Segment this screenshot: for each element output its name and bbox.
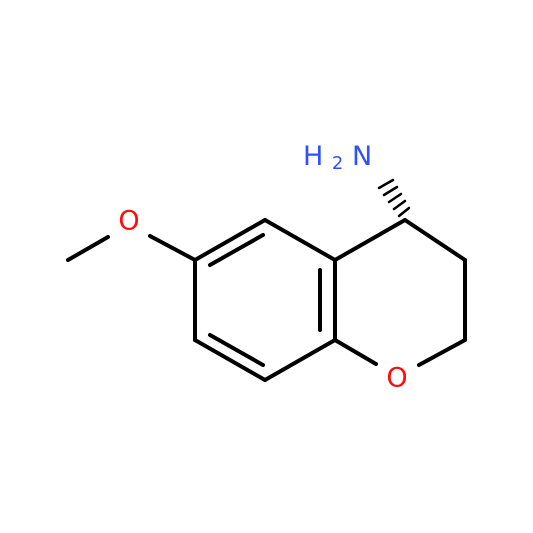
hashed-wedge-bond	[377, 178, 411, 218]
bond-c8a-o	[333, 338, 378, 366]
amine-subscript-label: 2	[332, 153, 343, 174]
bond-c7-c8	[193, 338, 267, 382]
bond-o-c2	[417, 338, 467, 367]
bond-c4-c4a	[333, 218, 407, 262]
bond-c6-c5	[193, 218, 267, 262]
bond-methyl-o	[66, 235, 110, 262]
bond-o-aromatic	[148, 234, 197, 262]
oxygen-ring-label: O	[386, 363, 407, 394]
bond-double-c7-c8	[208, 333, 265, 367]
amine-n-label: N	[352, 141, 372, 172]
bond-c4a-c5	[263, 218, 337, 262]
amine-h-label: H	[303, 141, 323, 172]
bond-c8-c8a	[263, 338, 337, 382]
bond-c3-c4	[403, 218, 467, 262]
amine-label: H 2 N	[303, 141, 372, 179]
bond-double-c5-c6	[208, 233, 265, 267]
oxygen-methoxy-label: O	[118, 206, 139, 237]
